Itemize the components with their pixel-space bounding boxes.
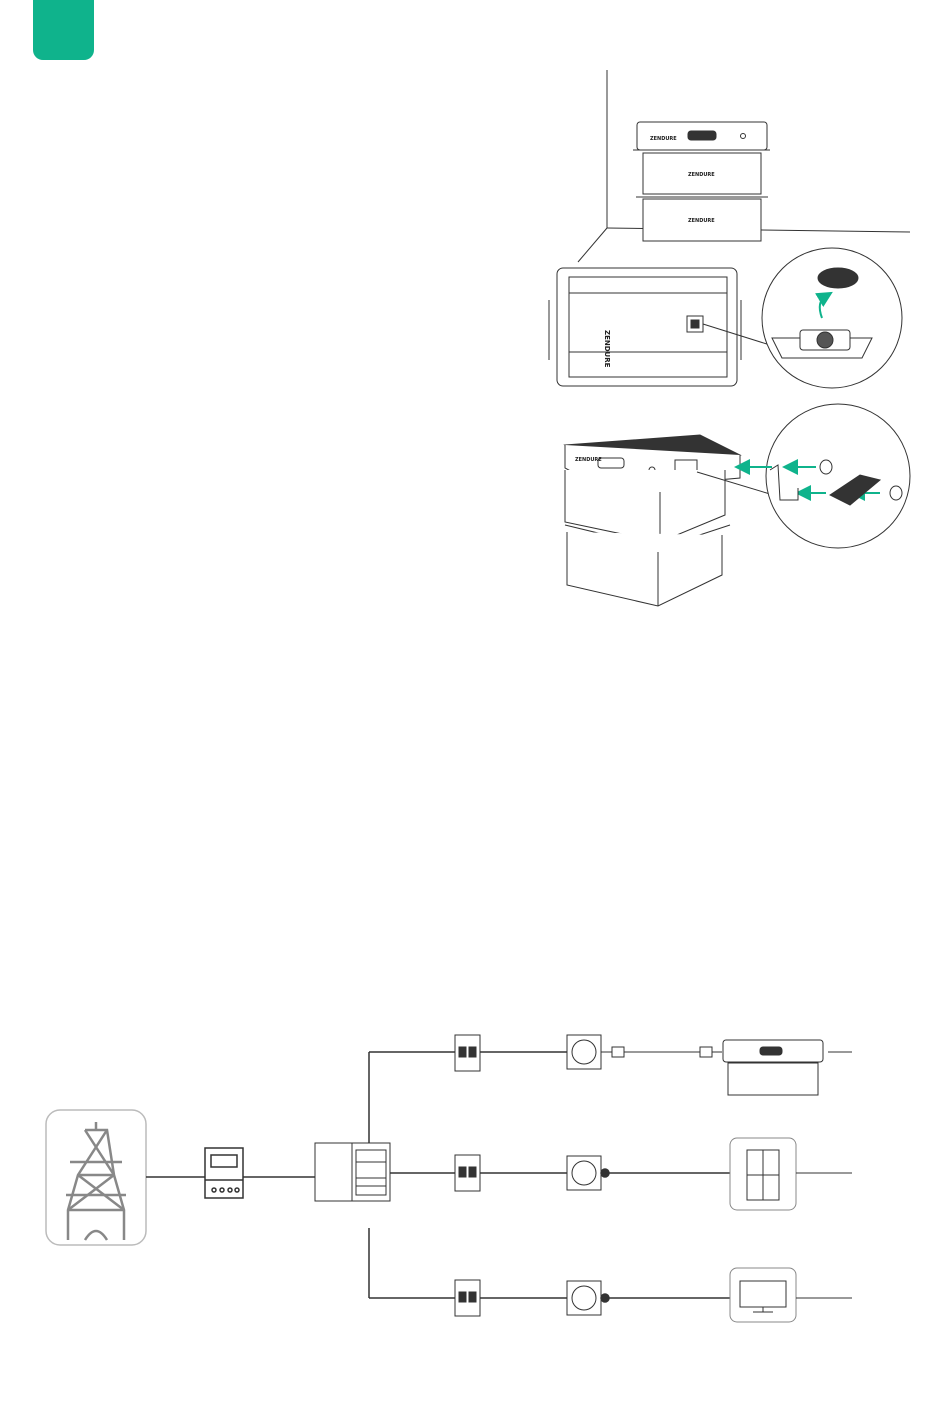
fridge-icon bbox=[730, 1138, 796, 1210]
tv-icon bbox=[730, 1268, 796, 1322]
top-view-logo: ZENDURE bbox=[603, 330, 611, 368]
bottom-battery-logo: ZENDURE bbox=[688, 218, 715, 224]
wall-socket-icon bbox=[567, 1035, 601, 1315]
top-unit-logo: ZENDURE bbox=[650, 136, 677, 142]
energy-meter-icon bbox=[205, 1148, 243, 1198]
stacked-battery-corner-illustration: ZENDURE ZENDURE ZENDURE bbox=[578, 70, 910, 262]
breaker-icon bbox=[455, 1035, 480, 1316]
bracket-unit-logo: ZENDURE bbox=[575, 457, 602, 463]
battery-unit-icon bbox=[723, 1040, 823, 1095]
bracket-install-illustration: ZENDURE bbox=[565, 404, 910, 606]
middle-battery-logo: ZENDURE bbox=[688, 172, 715, 178]
wiring-diagram bbox=[46, 1035, 852, 1322]
top-view-cap-removal-illustration: ZENDURE bbox=[549, 248, 902, 388]
distribution-box-icon bbox=[315, 1143, 390, 1201]
